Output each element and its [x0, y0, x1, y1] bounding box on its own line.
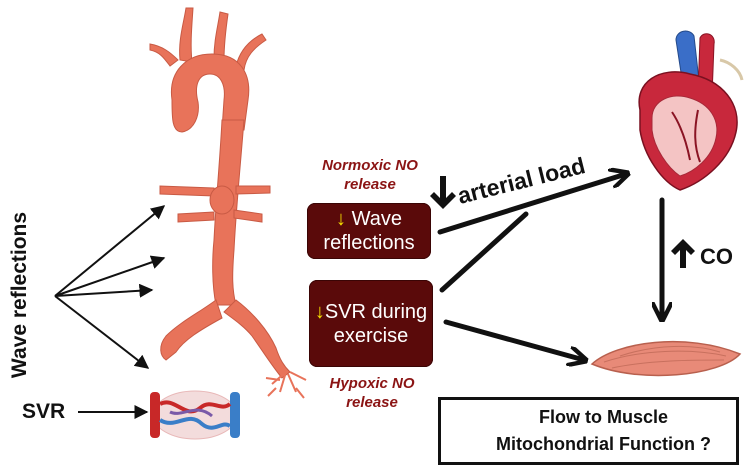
co-label: CO [700, 244, 733, 269]
mitochondrial-function-text: Mitochondrial Function ? [496, 434, 711, 454]
arterial-load-label: arterial load [455, 152, 588, 209]
down-arrow-icon: ↓ [336, 208, 347, 230]
wave-reflections-label: Wave reflections [8, 212, 31, 378]
aorta-illustration [149, 7, 307, 399]
muscle-illustration [590, 340, 742, 377]
down-arrow-icon: ↓ [314, 300, 325, 323]
normoxic-label: Normoxic NO release [322, 157, 418, 193]
wave-box-text: Wave reflections [323, 208, 415, 254]
hypoxic-label: Hypoxic NO release [329, 375, 415, 411]
outcome-box: Flow to Muscle Mitochondrial Function ? [438, 397, 739, 465]
svr-exercise-box: ↓SVR during exercise [309, 280, 433, 367]
svr-side-label: SVR [22, 400, 66, 423]
heart-illustration [638, 30, 744, 191]
up-arrow-icon [671, 239, 695, 268]
wave-reflections-box: ↓ Wave reflections [307, 203, 431, 259]
wave-reflection-arrows [54, 205, 166, 369]
svr-box-text: SVR during exercise [324, 300, 428, 347]
down-arrow-icon [430, 176, 456, 209]
capillary-bed-illustration [150, 390, 240, 440]
pathway-arrows [437, 174, 662, 360]
flow-to-muscle-text: Flow to Muscle [538, 407, 668, 427]
